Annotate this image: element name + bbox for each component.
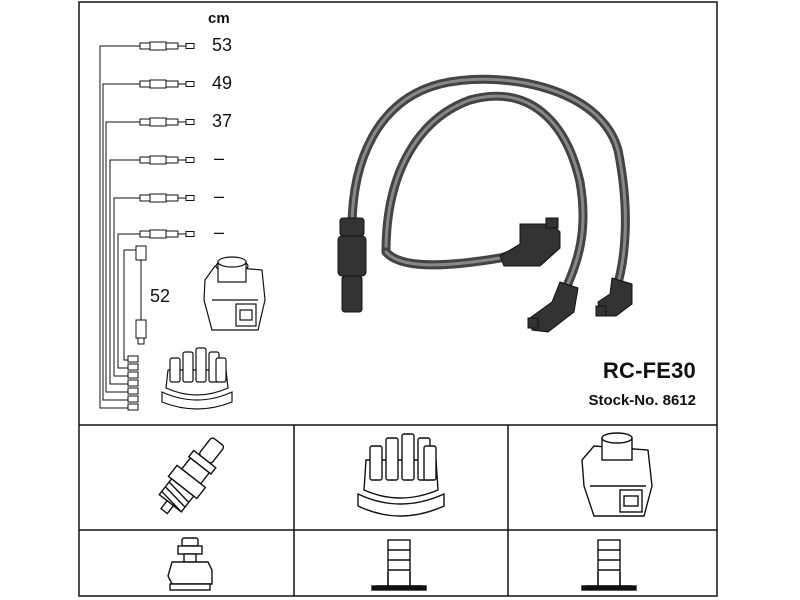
frame <box>78 1 718 597</box>
lead-set-schematic <box>99 41 195 411</box>
cap-terminal-icon <box>371 539 427 591</box>
angled-plug-boot-left <box>527 281 579 333</box>
ignition-cable-set <box>347 74 630 305</box>
model-number: RC-FE30 <box>602 358 696 383</box>
angled-coil-boot <box>499 217 561 267</box>
spark-plug-icon <box>158 437 225 515</box>
plug-terminal-icon <box>167 537 213 591</box>
coil-terminal-icon <box>581 539 637 591</box>
unit-label: cm <box>208 10 230 27</box>
stock-number: Stock-No. 8612 <box>588 392 696 409</box>
length-label: – <box>214 148 225 168</box>
length-label: – <box>214 186 225 206</box>
ignition-coil-large-icon <box>581 432 653 517</box>
distributor-cap-large-icon <box>357 433 445 517</box>
angled-plug-boot-right <box>595 277 633 317</box>
straight-boot <box>337 217 367 313</box>
length-label: 49 <box>212 73 233 93</box>
distributor-cap-icon <box>161 347 233 410</box>
length-label: – <box>214 222 225 242</box>
length-label: 53 <box>212 35 233 55</box>
ignition-coil-icon <box>203 256 266 331</box>
coil-lead-length: 52 <box>150 286 171 306</box>
length-label: 37 <box>212 111 233 131</box>
